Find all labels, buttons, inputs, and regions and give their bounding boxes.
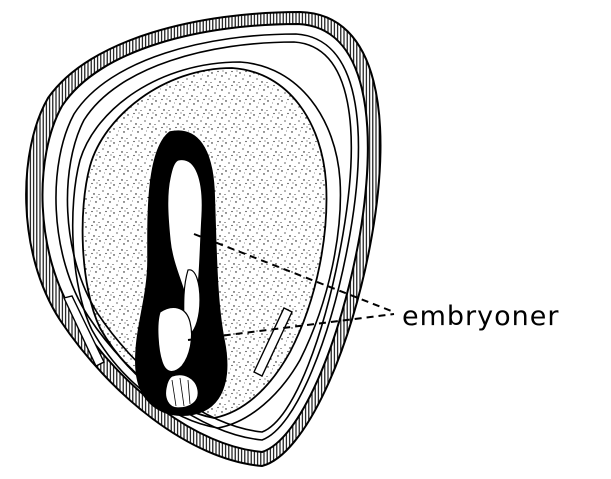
- label-embryoner: embryoner: [402, 301, 559, 332]
